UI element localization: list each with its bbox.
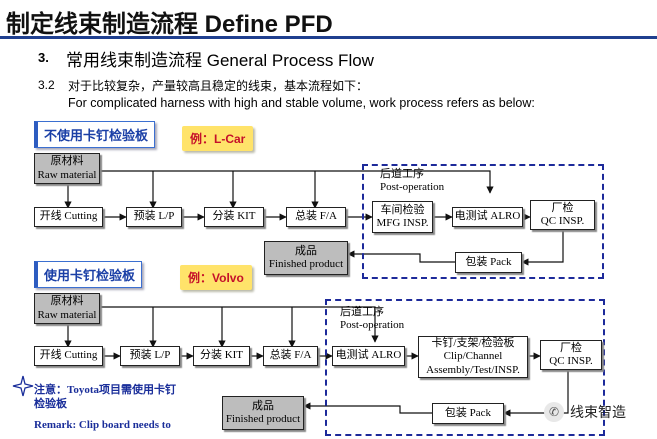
arrow-qc-pack-2: [503, 370, 569, 417]
flow1-cutting-box: 开线 Cutting: [34, 207, 103, 227]
flow1-qc-cn: 厂检: [551, 201, 574, 214]
flow1-example-badge: 例：L-Car: [182, 126, 254, 151]
flow1-fa-box: 总装 F/A: [286, 207, 346, 227]
flow2-cutting-box: 开线 Cutting: [34, 346, 103, 366]
flow2-example-badge: 例：Volvo: [180, 265, 252, 290]
flow1-mfg-en: MFG INSP.: [376, 217, 429, 229]
flow2-finished-cn: 成品: [252, 399, 274, 412]
subsection-text-en: For complicated harness with high and st…: [68, 96, 535, 110]
flow1-post-label: 后道工序 Post-operation: [380, 168, 444, 194]
star-icon: [12, 375, 34, 397]
flow1-raw-material: 原材料 Raw material: [34, 153, 100, 184]
arrow-pack-finished-2: [303, 402, 432, 414]
note-cn-line2: 检验板: [34, 398, 67, 411]
arrow-raw-top-2: [100, 306, 379, 343]
flow1-post-en: Post-operation: [380, 181, 445, 194]
flow1-pack-box: 包装 Pack: [455, 252, 522, 273]
flow1-raw-cn: 原材料: [50, 155, 84, 168]
section-number: 3.: [38, 50, 49, 65]
note-cn: 注意：Toyota项目需使用卡钉 检验板: [34, 383, 176, 412]
flow2-post-operation-region: [325, 299, 605, 436]
flow2-raw-en: Raw material: [37, 308, 97, 321]
section-title: 常用线束制造流程 General Process Flow: [66, 51, 374, 70]
flow2-post-label: 后道工序 Post-operation: [340, 306, 404, 332]
flow1-qc-insp-box: 厂检 QC INSP.: [530, 200, 595, 230]
flow1-lp-box: 预装 L/P: [126, 207, 182, 227]
flow2-qc-en: QC INSP.: [549, 355, 593, 367]
flow1-qc-en: QC INSP.: [540, 215, 585, 227]
flow1-finished-cn: 成品: [295, 244, 317, 257]
flow2-clip-en2: Assembly/Test/INSP.: [426, 363, 520, 376]
flow2-pack-box: 包装 Pack: [432, 403, 504, 424]
wechat-icon: ✆: [544, 402, 564, 422]
flow2-raw-cn: 原材料: [50, 295, 84, 308]
arrow-pack-finished-1: [347, 250, 455, 263]
note-en: Remark: Clip board needs to: [34, 419, 171, 431]
flow1-tag: 不使用卡钉检验板: [34, 121, 156, 148]
subsection-text-cn: 对于比较复杂，产量较高且稳定的线束，基本流程如下：: [68, 79, 369, 93]
flow2-qc-insp-box: 厂检 QC INSP.: [540, 340, 602, 370]
flow1-finished-product: 成品 Finished product: [264, 241, 348, 275]
flow1-post-operation-region: [362, 164, 604, 279]
watermark-text: 线束智造: [570, 404, 626, 420]
flow2-alro-box: 电测试 ALRO: [332, 346, 405, 366]
arrow-raw-top-1: [100, 170, 494, 194]
flow1-raw-en: Raw material: [37, 168, 97, 181]
flow2-raw-material: 原材料 Raw material: [34, 293, 100, 324]
watermark: ✆ 线束智造: [544, 402, 626, 422]
flow2-clip-assembly-box: 卡钉/支架/检验板 Clip/Channel Assembly/Test/INS…: [418, 336, 528, 378]
flow1-post-cn: 后道工序: [380, 168, 424, 180]
title-rule: [0, 36, 657, 39]
flow2-lp-box: 预装 L/P: [120, 346, 180, 366]
flow2-post-cn: 后道工序: [340, 306, 384, 318]
flow1-alro-box: 电测试 ALRO: [452, 207, 523, 227]
flow2-qc-cn: 厂检: [560, 341, 582, 354]
flow2-fa-box: 总装 F/A: [263, 346, 318, 366]
flow2-clip-cn: 卡钉/支架/检验板: [431, 337, 515, 350]
flow1-finished-en: Finished product: [268, 258, 344, 270]
flow2-kit-box: 分装 KIT: [193, 346, 250, 366]
page-title: 制定线束制造流程 Define PFD: [6, 11, 333, 38]
flow2-post-en: Post-operation: [340, 319, 405, 332]
arrow-qc-pack-1: [521, 230, 564, 266]
flow2-tag: 使用卡钉检验板: [34, 261, 143, 288]
flow1-kit-box: 分装 KIT: [204, 207, 264, 227]
flow2-finished-en: Finished product: [225, 413, 301, 425]
flow1-mfg-insp-box: 车间检验 MFG INSP.: [372, 201, 433, 233]
flow2-clip-en1: Clip/Channel: [443, 350, 503, 363]
subsection-number: 3.2: [38, 78, 55, 92]
flow1-mfg-cn: 车间检验: [380, 203, 425, 216]
note-cn-line1: 注意：Toyota项目需使用卡钉: [34, 384, 176, 396]
flow2-finished-product: 成品 Finished product: [222, 396, 304, 430]
